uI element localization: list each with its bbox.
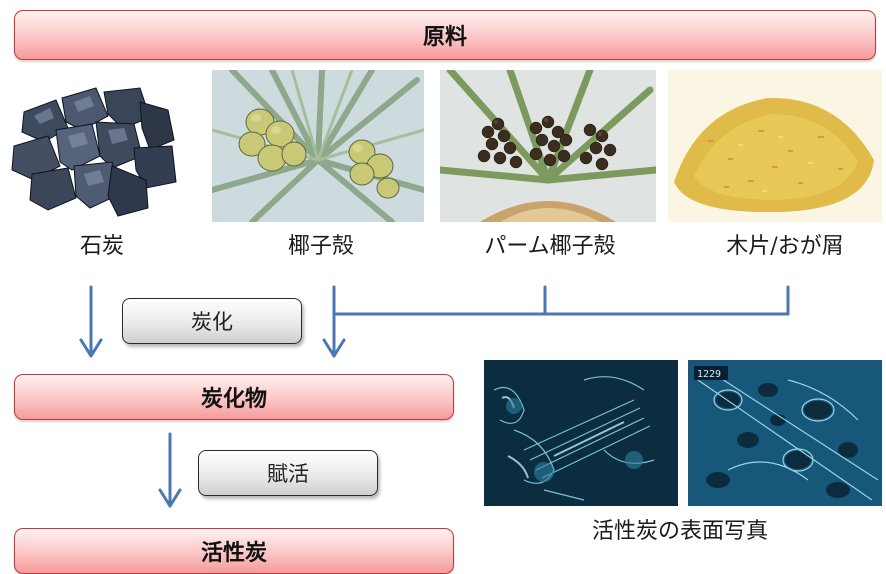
palm-fruit-image xyxy=(440,70,656,222)
coal-image xyxy=(4,70,180,222)
activation-step: 賦活 xyxy=(198,450,378,496)
sawdust-image xyxy=(668,70,882,222)
raw-materials-title: 原料 xyxy=(422,25,467,50)
micrograph-caption: 活性炭の表面写真 xyxy=(591,519,768,544)
surface-micrograph-image-1 xyxy=(484,360,678,506)
raw-materials-header: 原料 xyxy=(14,10,876,60)
carbonization-label: 炭化 xyxy=(191,310,233,334)
coconut-tree-image xyxy=(212,70,424,222)
activated-carbon-bar: 活性炭 xyxy=(14,528,454,574)
surface-micrograph-image-2: 1229 xyxy=(688,360,882,506)
carbonized-material-bar: 炭化物 xyxy=(14,374,454,420)
carbonization-step: 炭化 xyxy=(122,298,302,344)
activated-carbon-label: 活性炭 xyxy=(200,541,267,566)
material-label-coconut-shell: 椰子殻 xyxy=(287,234,354,259)
material-label-wood-chips: 木片/おが屑 xyxy=(726,234,844,259)
micrograph-stamp: 1229 xyxy=(697,369,721,380)
material-label-palm-shell: パーム椰子殻 xyxy=(484,234,616,259)
carbonized-material-label: 炭化物 xyxy=(200,387,267,412)
activation-label: 賦活 xyxy=(267,462,309,486)
material-label-coal: 石炭 xyxy=(79,234,124,259)
